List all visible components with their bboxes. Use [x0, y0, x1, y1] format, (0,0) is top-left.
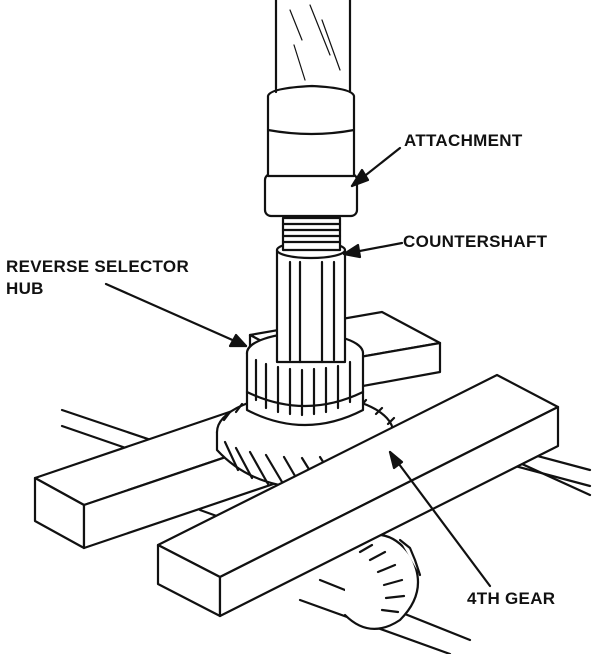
label-reverse-selector-hub-line2: HUB — [6, 279, 44, 298]
label-attachment: ATTACHMENT — [404, 131, 523, 150]
lower-gear — [343, 533, 422, 630]
leader-lines — [104, 146, 492, 588]
label-fourth-gear: 4TH GEAR — [467, 589, 555, 608]
label-countershaft: COUNTERSHAFT — [403, 232, 548, 251]
label-reverse-selector-hub-line1: REVERSE SELECTOR — [6, 257, 189, 276]
front-wood-block — [156, 373, 560, 618]
attachment-tool — [263, 0, 359, 218]
countershaft — [275, 216, 347, 364]
